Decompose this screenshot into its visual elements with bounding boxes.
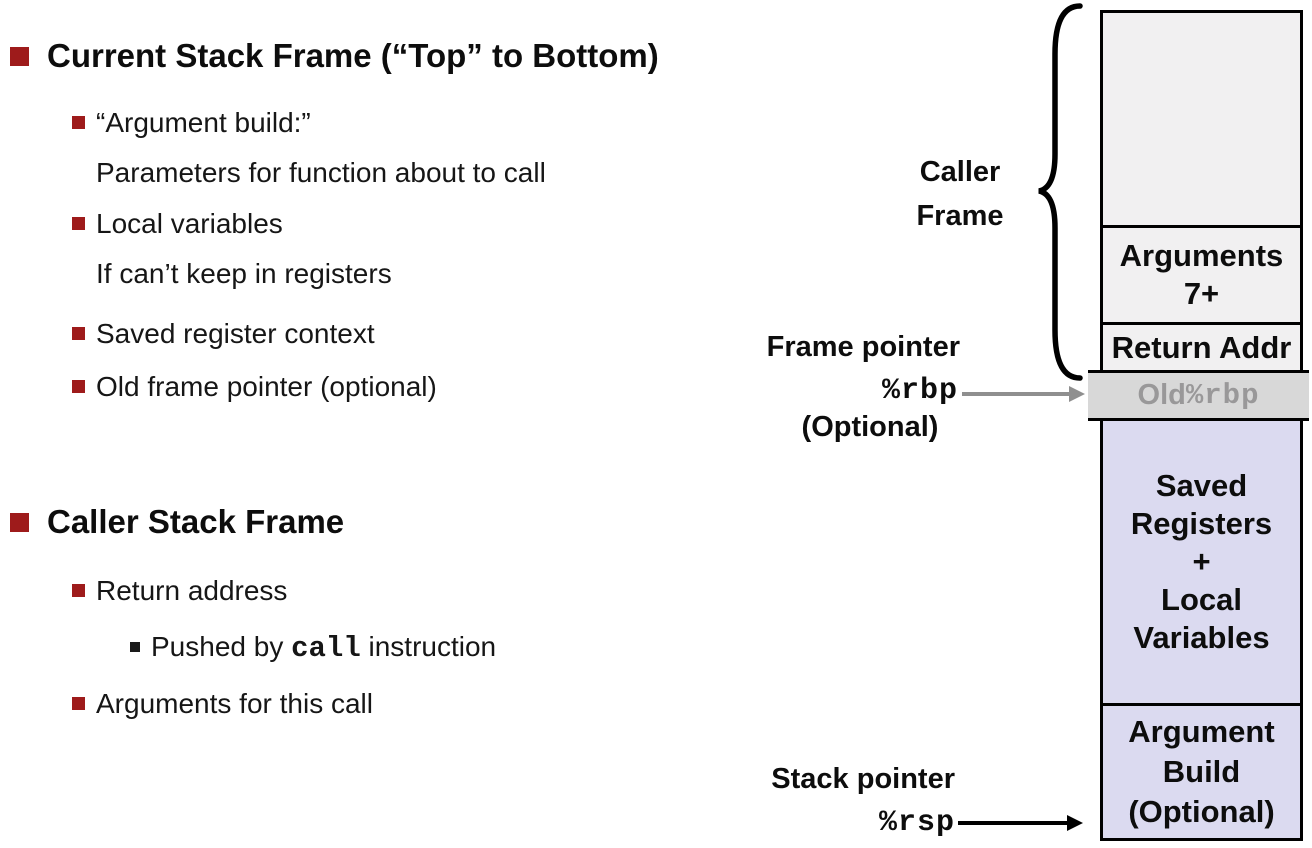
box-label-line: Arguments xyxy=(1119,238,1284,273)
stack-box-argument-build: Argument Build (Optional) xyxy=(1100,703,1303,841)
box-label-line: Registers xyxy=(1130,506,1273,541)
stack-box-saved-registers-locals: Saved Registers + Local Variables xyxy=(1100,418,1303,706)
stack-pointer-label: Stack pointer xyxy=(771,763,955,795)
bullet-line: Parameters for function about to call xyxy=(96,157,546,188)
frame-pointer-arrow xyxy=(962,386,1085,402)
bullet-square-icon xyxy=(72,697,85,710)
bullet-text: “Argument build:” Parameters for functio… xyxy=(96,98,546,198)
bullet-arguments-for-call: Arguments for this call xyxy=(72,679,373,729)
bullet-square-icon xyxy=(72,584,85,597)
bullet-line: Local variables xyxy=(96,208,283,239)
bullet-square-icon xyxy=(10,513,29,532)
bullet-square-icon xyxy=(72,380,85,393)
bullet-square-icon xyxy=(72,217,85,230)
bullet-text: Saved register context xyxy=(96,318,375,349)
box-label-line: Argument xyxy=(1128,714,1275,749)
bullet-argument-build: “Argument build:” Parameters for functio… xyxy=(72,98,546,198)
box-label-line: (Optional) xyxy=(1128,794,1275,829)
section-title: Current Stack Frame (“Top” to Bottom) xyxy=(47,37,659,74)
call-keyword: call xyxy=(291,632,361,665)
box-label-line: Saved xyxy=(1155,468,1248,503)
bullet-pushed-by-call: Pushed by call instruction xyxy=(130,622,496,674)
stack-box-old-rbp: Old %rbp xyxy=(1088,370,1309,421)
rsp-register-label: %rsp xyxy=(878,806,955,840)
section-current-stack-frame: Current Stack Frame (“Top” to Bottom) xyxy=(10,34,770,78)
rbp-register-label: %rbp xyxy=(881,374,958,408)
stack-box-caller-frame-top xyxy=(1100,10,1303,228)
bullet-line: If can’t keep in registers xyxy=(96,258,392,289)
bullet-text: Pushed by call instruction xyxy=(151,622,496,674)
section-caller-stack-frame: Caller Stack Frame xyxy=(10,500,710,544)
box-label-line: Return Addr xyxy=(1111,329,1292,365)
bullet-text: Old frame pointer (optional) xyxy=(96,371,437,402)
bullet-old-frame-pointer: Old frame pointer (optional) xyxy=(72,362,437,412)
caller-frame-line2: Frame xyxy=(916,200,1004,232)
bullet-line: “Argument build:” xyxy=(96,107,311,138)
caller-frame-label: Caller Frame xyxy=(890,150,1030,238)
bullet-saved-register-context: Saved register context xyxy=(72,309,375,359)
stack-pointer-arrow xyxy=(958,815,1083,831)
old-rbp-prefix: Old xyxy=(1137,379,1186,411)
frame-pointer-label: Frame pointer xyxy=(766,331,960,363)
section-title: Caller Stack Frame xyxy=(47,503,345,540)
bullet-square-icon xyxy=(72,327,85,340)
bullet-return-address: Return address xyxy=(72,566,287,616)
box-label-line: Local xyxy=(1161,582,1242,617)
bullet-square-icon xyxy=(72,116,85,129)
bullet-text: Local variables If can’t keep in registe… xyxy=(96,199,392,299)
box-label-line: Build xyxy=(1162,754,1241,789)
bullet-text: Return address xyxy=(96,575,288,606)
bullet-square-icon xyxy=(10,47,29,66)
frame-pointer-optional-note: (Optional) xyxy=(801,411,939,443)
box-label-line: Variables xyxy=(1133,620,1270,655)
bullet-square-icon xyxy=(130,642,140,652)
bullet-text: Arguments for this call xyxy=(96,688,373,719)
old-rbp-register: %rbp xyxy=(1185,379,1260,412)
bullet-text-pre: Pushed by xyxy=(151,631,292,662)
bullet-local-variables: Local variables If can’t keep in registe… xyxy=(72,199,392,299)
box-label-line: + xyxy=(1192,544,1211,579)
caller-frame-brace xyxy=(1038,3,1083,381)
bullet-text-post: instruction xyxy=(360,631,497,662)
caller-frame-line1: Caller xyxy=(919,156,1001,188)
stack-box-return-addr: Return Addr xyxy=(1100,322,1303,373)
stack-box-arguments-7plus: Arguments 7+ xyxy=(1100,225,1303,325)
box-label-line: 7+ xyxy=(1183,276,1220,311)
